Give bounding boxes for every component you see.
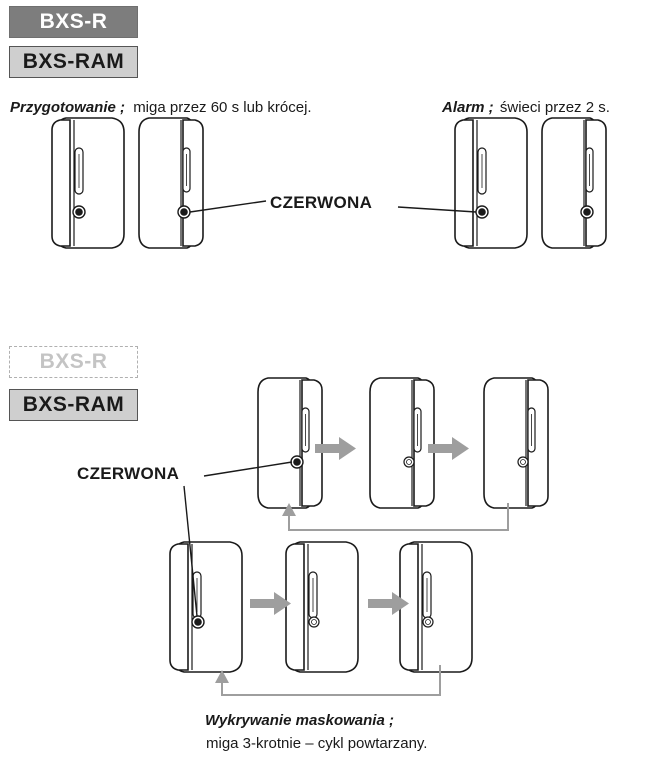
repeat-loop-row1 <box>282 503 509 531</box>
sequence-arrow-row2-a <box>250 592 291 615</box>
model-badge-bxs-ram-active: BXS-RAM <box>9 389 138 421</box>
detector-prep-angle <box>138 117 204 249</box>
detector-mask-row2-2 <box>285 541 359 673</box>
repeat-loop-row2 <box>215 665 441 696</box>
led-mask-row2-2 <box>308 616 320 628</box>
detector-mask-row1-3 <box>483 377 549 509</box>
led-prep-front <box>72 205 86 219</box>
preparation-text: miga przez 60 s lub krócej. <box>133 99 312 116</box>
sequence-arrow-row1-b <box>428 437 469 460</box>
model-badge-bxs-r: BXS-R <box>9 6 138 38</box>
sequence-arrow-row2-b <box>368 592 409 615</box>
preparation-caption: Przygotowanie ; miga przez 60 s lub króc… <box>10 99 312 116</box>
leader-line-right <box>397 206 477 213</box>
led-mask-row1-2 <box>403 456 415 468</box>
alarm-title: Alarm ; <box>442 99 494 116</box>
leader-line-bottom-upper <box>203 461 293 477</box>
leader-line-bottom-lower <box>183 485 198 617</box>
detector-mask-row1-1 <box>257 377 323 509</box>
masking-caption-text: miga 3-krotnie – cykl powtarzany. <box>206 735 428 752</box>
led-mask-row2-3 <box>422 616 434 628</box>
led-prep-angle <box>177 205 191 219</box>
detector-mask-row2-1 <box>169 541 243 673</box>
led-label-top: CZERWONA <box>270 193 373 212</box>
led-alarm-front <box>475 205 489 219</box>
detector-mask-row1-2 <box>369 377 435 509</box>
model-badge-bxs-ram: BXS-RAM <box>9 46 138 78</box>
detector-alarm-front <box>454 117 528 249</box>
masking-caption-title: Wykrywanie maskowania ; <box>205 712 394 729</box>
sequence-arrow-row1-a <box>315 437 356 460</box>
alarm-caption: Alarm ; świeci przez 2 s. <box>442 99 610 116</box>
model-badge-bxs-r-inactive: BXS-R <box>9 346 138 378</box>
detector-mask-row2-3 <box>399 541 473 673</box>
led-mask-row2-1 <box>191 615 205 629</box>
preparation-title: Przygotowanie ; <box>10 99 126 116</box>
led-alarm-angle <box>580 205 594 219</box>
alarm-text: świeci przez 2 s. <box>499 99 610 116</box>
detector-alarm-angle <box>541 117 607 249</box>
led-mask-row1-3 <box>517 456 529 468</box>
leader-line-left <box>189 200 267 213</box>
detector-prep-front <box>51 117 125 249</box>
led-label-bottom: CZERWONA <box>77 464 180 483</box>
led-mask-row1-1 <box>290 455 304 469</box>
